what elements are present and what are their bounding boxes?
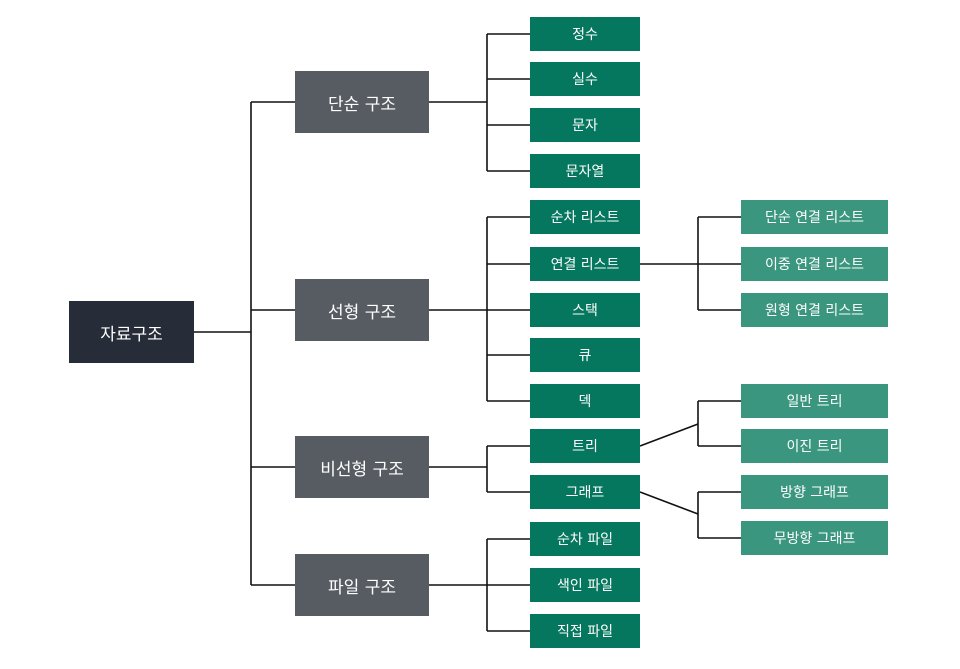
leaf-real: 실수 xyxy=(530,62,640,96)
sub-circular-linked-list: 원형 연결 리스트 xyxy=(741,293,888,327)
sub-doubly-linked-list: 이중 연결 리스트 xyxy=(741,247,888,281)
category-file-structure: 파일 구조 xyxy=(295,554,429,616)
leaf-linked-list: 연결 리스트 xyxy=(530,247,640,281)
leaf-graph: 그래프 xyxy=(530,475,640,509)
sub-directed-graph: 방향 그래프 xyxy=(741,475,888,509)
leaf-stack: 스택 xyxy=(530,293,640,327)
root-node: 자료구조 xyxy=(69,301,194,363)
category-simple-structure: 단순 구조 xyxy=(295,71,429,133)
category-linear-structure: 선형 구조 xyxy=(295,279,429,341)
leaf-tree: 트리 xyxy=(530,429,640,463)
sub-general-tree: 일반 트리 xyxy=(741,384,888,418)
leaf-sequential-file: 순차 파일 xyxy=(530,522,640,556)
leaf-character: 문자 xyxy=(530,108,640,142)
leaf-integer: 정수 xyxy=(530,17,640,51)
leaf-string: 문자열 xyxy=(530,154,640,188)
leaf-direct-file: 직접 파일 xyxy=(530,614,640,648)
leaf-queue: 큐 xyxy=(530,338,640,372)
sub-binary-tree: 이진 트리 xyxy=(741,429,888,463)
sub-singly-linked-list: 단순 연결 리스트 xyxy=(741,200,888,234)
leaf-deque: 덱 xyxy=(530,384,640,418)
leaf-indexed-file: 색인 파일 xyxy=(530,568,640,602)
sub-undirected-graph: 무방향 그래프 xyxy=(741,521,888,555)
category-nonlinear-structure: 비선형 구조 xyxy=(295,436,429,498)
leaf-sequential-list: 순차 리스트 xyxy=(530,200,640,234)
